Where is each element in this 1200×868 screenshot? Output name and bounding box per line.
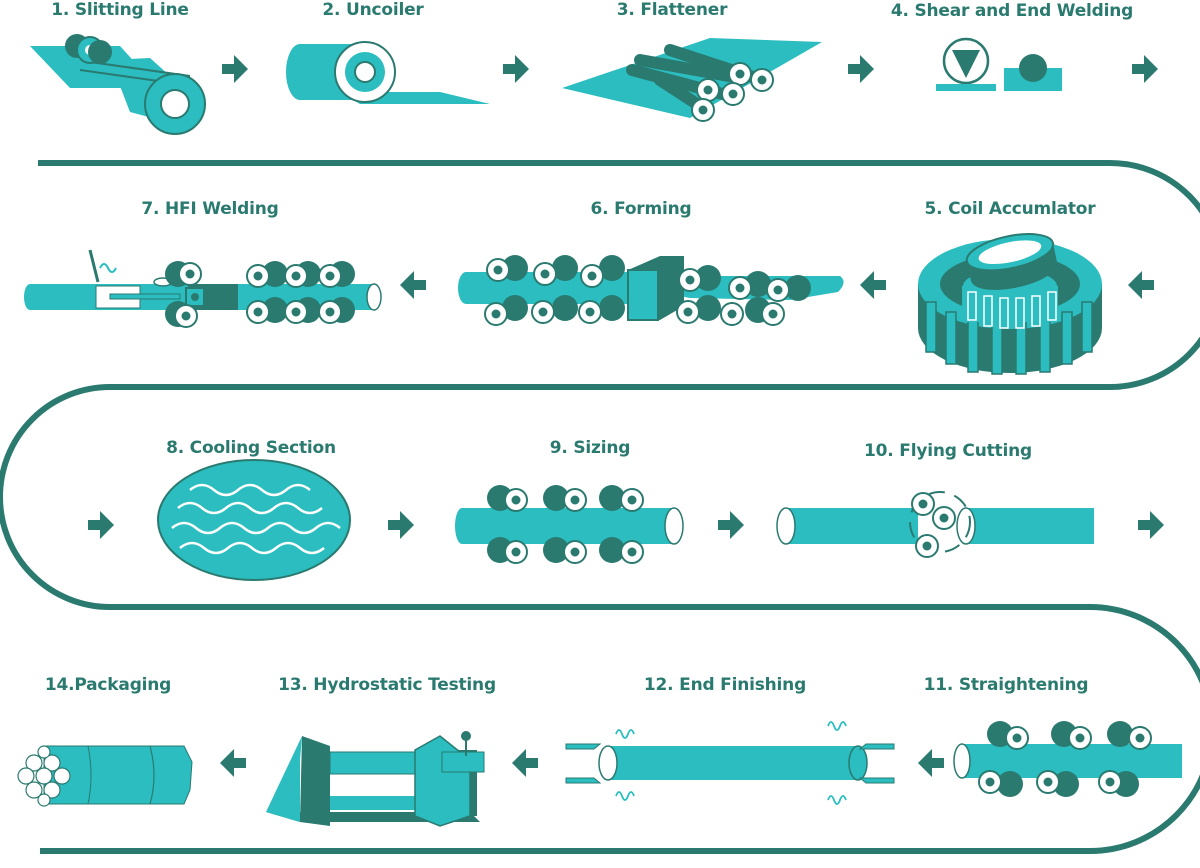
step-label-cooling-section: 8. Cooling Section [166, 438, 336, 458]
uncoiler-icon [286, 41, 490, 104]
flow-arrow [718, 511, 744, 539]
forming-icon [458, 255, 844, 326]
step-label-forming: 6. Forming [590, 199, 692, 219]
straightening-icon [953, 721, 1182, 797]
flow-arrow [220, 749, 246, 777]
flow-arrow [1128, 271, 1154, 299]
flow-arrow [503, 55, 529, 83]
step-label-sizing: 9. Sizing [549, 438, 631, 458]
step-label-flattener: 3. Flattener [616, 0, 728, 20]
hydrostatic-testing-icon [266, 731, 485, 827]
flying-cutting-icon [776, 491, 1094, 558]
flow-line [0, 160, 1200, 854]
step-label-slitting-line: 1. Slitting Line [51, 0, 189, 20]
flow-arrow [1132, 55, 1158, 83]
coil-accumulator-icon [918, 233, 1102, 375]
step-label-coil-accumulator: 5. Coil Accumlator [924, 199, 1096, 219]
flow-arrow [400, 271, 426, 299]
flow-arrow [860, 271, 886, 299]
step-label-uncoiler: 2. Uncoiler [322, 0, 424, 20]
flow-arrow [1138, 511, 1164, 539]
flow-arrow [222, 55, 248, 83]
step-label-flying-cutting: 10. Flying Cutting [864, 441, 1032, 461]
flattener-icon [562, 38, 822, 122]
flow-arrow [848, 55, 874, 83]
cooling-section-icon [157, 459, 351, 581]
sizing-icon [455, 485, 684, 564]
flow-arrow [388, 511, 414, 539]
flow-arrow [512, 749, 538, 777]
shear-welding-icon [936, 37, 1062, 91]
slitting-line-icon [30, 34, 206, 135]
step-label-hfi-welding: 7. HFI Welding [141, 199, 279, 219]
flow-arrow [88, 511, 114, 539]
packaging-icon [17, 745, 193, 807]
step-label-packaging: 14.Packaging [44, 675, 172, 695]
step-label-end-finishing: 12. End Finishing [643, 675, 807, 695]
step-label-straightening: 11. Straightening [923, 675, 1089, 695]
step-label-shear-welding: 4. Shear and End Welding [890, 1, 1134, 21]
flow-arrow [918, 749, 944, 777]
step-label-hydrostatic-testing: 13. Hydrostatic Testing [278, 675, 496, 695]
hfi-welding-icon [24, 249, 382, 328]
end-finishing-icon [565, 721, 895, 805]
